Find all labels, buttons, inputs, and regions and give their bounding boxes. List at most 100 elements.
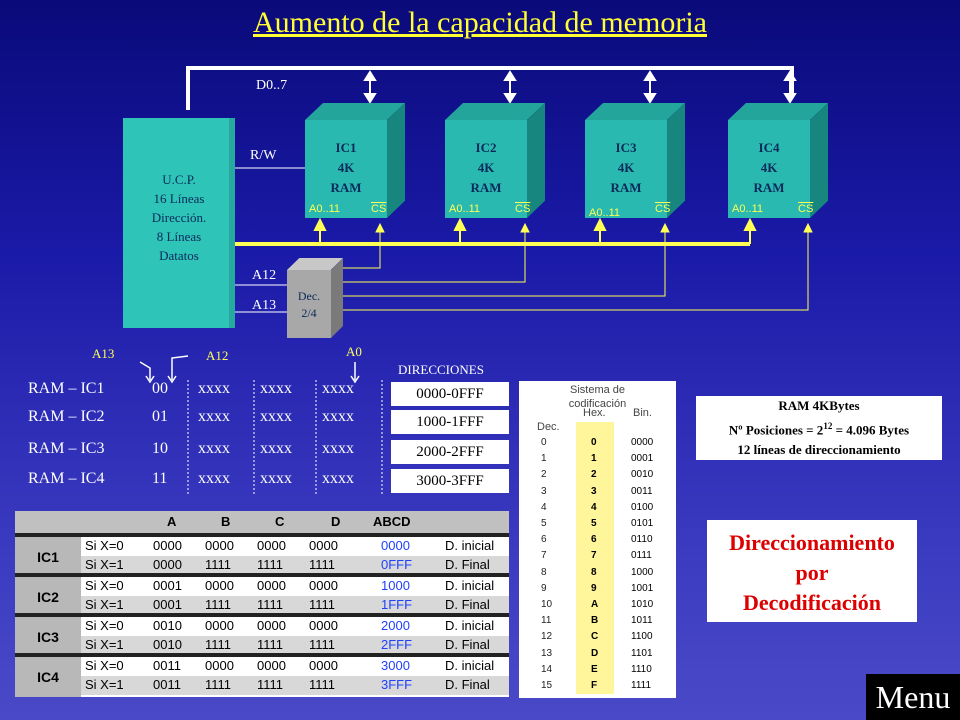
info-box: RAM 4KBytes Nº Posiciones = 212 = 4.096 …	[696, 396, 942, 460]
hex-cell: C	[591, 631, 599, 643]
cell-c: 1111	[257, 677, 284, 692]
ram-type: RAM	[610, 180, 642, 195]
topic-line: por	[795, 560, 829, 585]
cell-desc: D. Final	[445, 557, 490, 572]
cell-abcd: 0000	[381, 538, 410, 553]
cell-a: 0000	[153, 557, 182, 572]
cell-b: 0000	[205, 618, 234, 633]
ram-id: IC3	[615, 140, 637, 155]
cell-a: 0011	[153, 658, 181, 673]
cell-sel: Si X=0	[85, 538, 124, 553]
a13-label: A13	[252, 298, 277, 313]
hex-cell: 7	[591, 550, 597, 562]
rw-label: R/W	[250, 148, 277, 163]
dec-cell: 0	[541, 437, 547, 448]
addr-row: RAM – IC1 00 xxxx xxxx xxxx	[28, 378, 368, 404]
ram-size: 4K	[477, 160, 495, 175]
cpu-line: 16 Líneas	[153, 191, 205, 206]
addr-row-x: xxxx	[198, 440, 230, 457]
ram-type: RAM	[330, 180, 362, 195]
addr-row-name: RAM – IC4	[28, 470, 105, 487]
cell-a: 0010	[153, 618, 182, 633]
cell-abcd: 0FFF	[381, 557, 413, 572]
a13-col-label: A13	[92, 346, 115, 361]
topic-box: Direccionamiento por Decodificación	[707, 520, 917, 622]
dec-cell: 13	[541, 647, 553, 659]
addr-row-x: xxxx	[198, 380, 230, 397]
addr-row-x: xxxx	[322, 470, 354, 487]
hex-column	[576, 422, 614, 694]
ram-addr-pin: A0..11	[309, 203, 340, 215]
bin-cell: 0011	[631, 485, 653, 497]
bin-cell: 1111	[631, 680, 652, 691]
code-table-header: A B C D ABCD	[15, 511, 509, 533]
bin-cell: 1001	[631, 582, 654, 594]
hex-cell: 9	[591, 582, 597, 594]
cell-c: 1111	[257, 597, 284, 612]
bin-cell: 0001	[631, 453, 654, 465]
cell-desc: D. inicial	[445, 618, 495, 633]
bin-cell: 0010	[631, 469, 654, 481]
bin-cell: 0100	[631, 501, 654, 513]
addr-row: RAM – IC2 01 xxxx xxxx xxxx	[28, 406, 368, 432]
menu-button[interactable]: Menu	[866, 674, 960, 720]
col-header: A	[167, 514, 177, 529]
addr-row: RAM – IC4 11 xxxx xxxx xxxx	[28, 468, 368, 494]
cell-a: 0010	[153, 637, 182, 652]
cell-desc: D. Final	[445, 597, 490, 612]
group-name: IC2	[15, 577, 81, 617]
coding-title: codificación	[568, 398, 627, 410]
cell-b: 0000	[205, 578, 234, 593]
ram-addr-pin: A0..11	[732, 203, 763, 215]
ram-cs-pin: CS	[515, 203, 531, 215]
dec-cell: 8	[541, 566, 547, 578]
addr-range: 3000-3FFF	[391, 469, 509, 493]
hex-cell: 2	[591, 469, 597, 481]
ram-cs-pin: CS	[798, 203, 814, 215]
cell-sel: Si X=1	[85, 677, 124, 692]
cpu-line: 8 Líneas	[156, 229, 202, 244]
hex-cell: A	[591, 599, 599, 610]
cell-sel: Si X=1	[85, 597, 124, 612]
dec-cell: 3	[541, 485, 547, 497]
addr-row-bits: 01	[152, 408, 168, 425]
ram-id: IC4	[758, 140, 780, 155]
dec-cell: 5	[541, 518, 547, 529]
ram-addr-pin: A0..11	[449, 203, 480, 215]
coding-header-row: Dec. Hex. Bin.	[537, 407, 652, 433]
cell-c: 0000	[257, 578, 286, 593]
hex-cell: B	[591, 615, 599, 627]
cell-desc: D. inicial	[445, 538, 495, 553]
cell-a: 0000	[153, 538, 182, 553]
a12-col-label: A12	[206, 348, 229, 363]
decoder-block: Dec.2/4	[287, 258, 343, 338]
a0-col-label: A0	[346, 344, 362, 359]
cell-d: 0000	[309, 618, 338, 633]
ram-id: IC2	[475, 140, 497, 155]
cell-abcd: 3FFF	[381, 677, 413, 692]
cell-a: 0001	[153, 578, 182, 593]
addr-row-x: xxxx	[260, 380, 292, 397]
cell-sel: Si X=0	[85, 618, 124, 633]
cell-d: 0000	[309, 538, 338, 553]
decoder-line: 2/4	[301, 306, 317, 320]
